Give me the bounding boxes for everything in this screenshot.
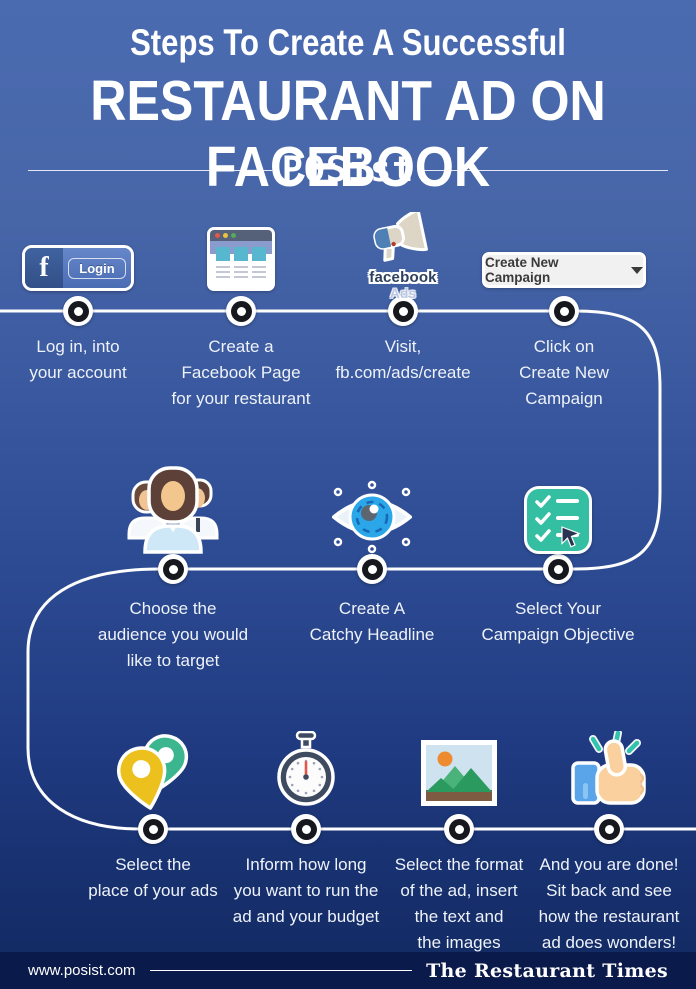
login-button[interactable]: Login: [63, 248, 131, 288]
tile: [252, 247, 266, 261]
browser-dot-yellow: [223, 233, 228, 238]
step-label-2: Create a Facebook Page for your restaura…: [171, 337, 311, 408]
facebook-f-icon: f: [25, 248, 63, 288]
step-label-3: Visit, fb.com/ads/create: [335, 337, 471, 382]
facebook-login-icon[interactable]: f Login: [22, 245, 134, 291]
facebook-ads-sub: Ads: [389, 285, 417, 301]
step-label-6: Create A Catchy Headline: [309, 599, 435, 644]
browser-dot-green: [231, 233, 236, 238]
timeline-node-5: [158, 554, 188, 584]
timeline-node-4: [549, 296, 579, 326]
timeline-node-7: [543, 554, 573, 584]
timeline-node-10: [444, 814, 474, 844]
step-label-10: Select the format of the ad, insert the …: [394, 855, 524, 952]
chevron-down-icon: [631, 266, 643, 274]
tile: [216, 247, 230, 261]
brand-row: POSist: [0, 146, 696, 194]
timeline-node-11: [594, 814, 624, 844]
location-pins-icon: [115, 730, 191, 817]
step-label-9: Inform how long you want to run the ad a…: [232, 855, 380, 926]
tile: [234, 247, 248, 261]
step-label-5: Choose the audience you would like to ta…: [97, 599, 249, 670]
catchy-headline-eye-icon: [328, 478, 416, 561]
page-title-line2: RESTAURANT AD ON FACEBOOK: [90, 69, 606, 199]
stopwatch-icon: [273, 730, 339, 814]
restaurant-times-logo: The Restaurant Times: [426, 959, 668, 982]
image-format-icon: [421, 740, 497, 811]
footer-divider: [149, 970, 413, 971]
megaphone-icon: [373, 208, 428, 262]
thumbs-up-icon: [569, 729, 649, 812]
login-button-label: Login: [68, 257, 126, 279]
timeline-node-9: [291, 814, 321, 844]
create-campaign-dropdown-label: Create New Campaign: [485, 255, 559, 285]
audience-people-icon: [125, 466, 221, 559]
browser-titlebar: [210, 230, 272, 241]
timeline-node-6: [357, 554, 387, 584]
brand-divider-right: [424, 169, 668, 171]
browser-text-lines: [210, 261, 272, 278]
timeline-node-8: [138, 814, 168, 844]
step-label-4: Click on Create New Campaign: [519, 337, 609, 408]
page-title-line1: Steps To Create A Successful: [130, 22, 566, 63]
facebook-ads-wordmark: facebook: [369, 269, 437, 286]
facebook-page-browser-icon: [207, 227, 275, 291]
browser-tiles: [210, 247, 272, 261]
posist-logo: POSist: [281, 150, 415, 190]
step-label-7: Select Your Campaign Objective: [481, 599, 635, 644]
timeline-node-3: [388, 296, 418, 326]
campaign-objective-checklist-icon: [524, 486, 592, 554]
step-label-8: Select the place of your ads: [88, 855, 218, 900]
cursor-icon: [561, 526, 581, 548]
step-label-11: And you are done! Sit back and see how t…: [538, 855, 680, 952]
browser-dot-red: [215, 233, 220, 238]
create-campaign-dropdown[interactable]: Create New Campaign: [482, 252, 646, 288]
footer-bar: www.posist.com The Restaurant Times: [0, 952, 696, 989]
timeline-node-2: [226, 296, 256, 326]
facebook-ads-icon: facebook Ads: [355, 208, 451, 301]
step-label-1: Log in, into your account: [29, 337, 127, 382]
brand-divider-left: [28, 169, 272, 171]
timeline-node-1: [63, 296, 93, 326]
website-link[interactable]: www.posist.com: [28, 962, 136, 979]
